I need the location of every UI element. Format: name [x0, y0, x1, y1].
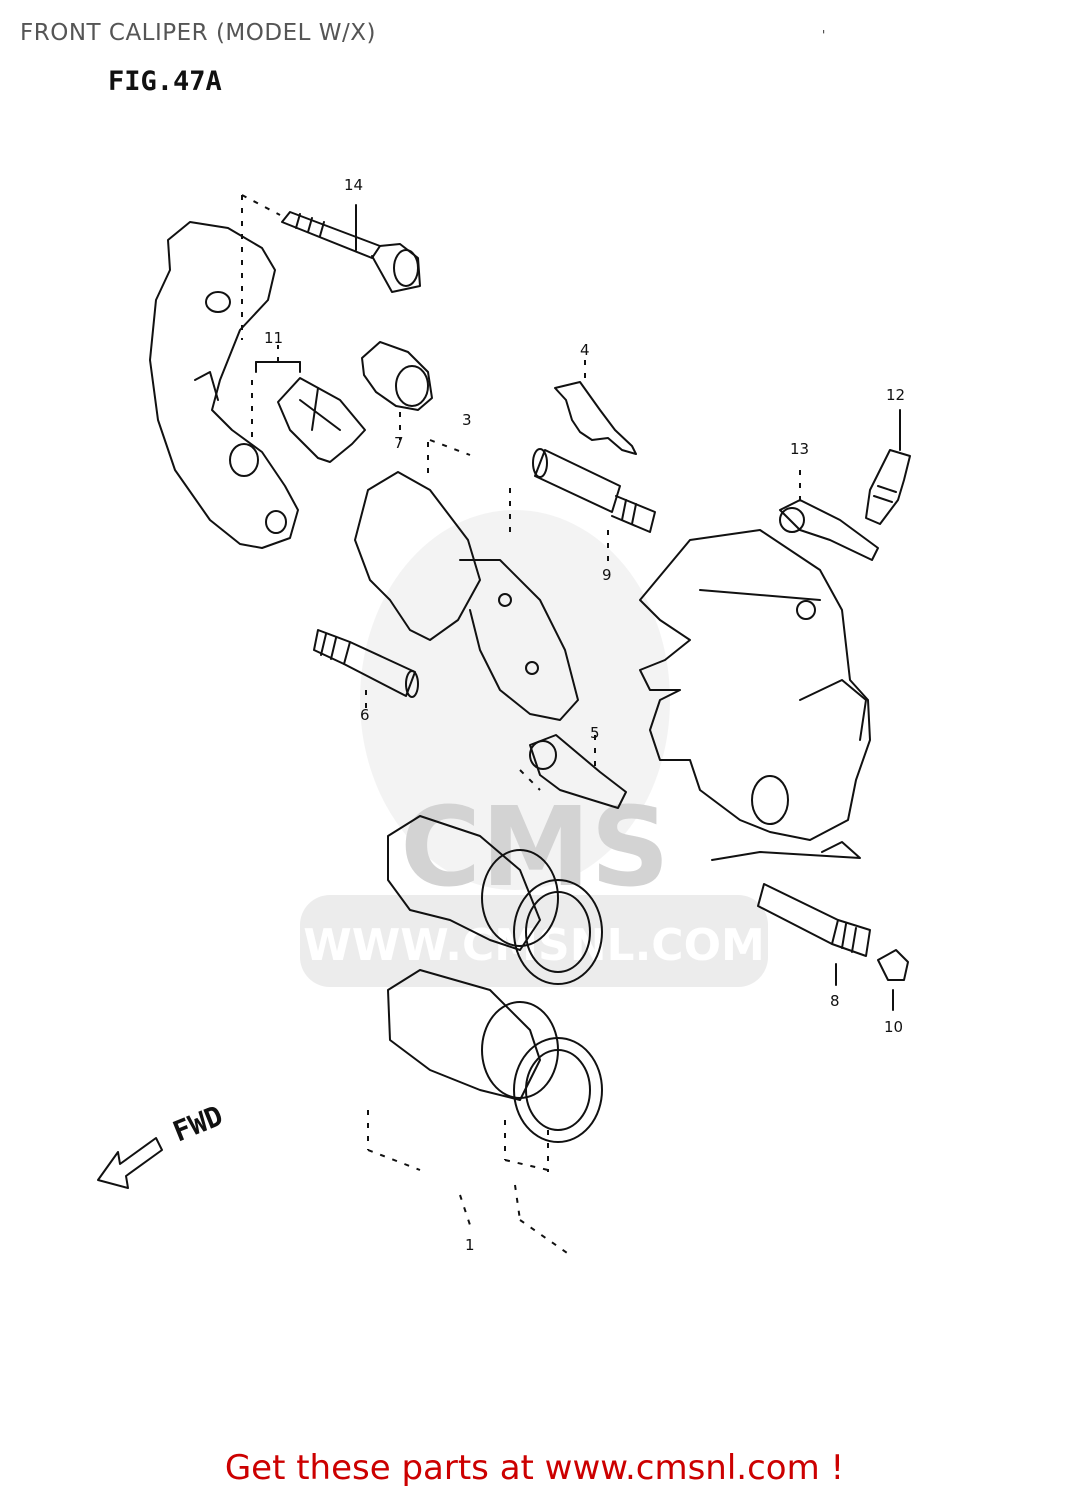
part-12-bleeder-valve — [865, 409, 911, 525]
part-4-retainer — [554, 360, 637, 455]
callout-6: 6 — [360, 706, 370, 724]
callout-8: 9 — [602, 566, 612, 584]
figure-label: FIG.47A — [108, 66, 222, 97]
callout-1: 1 — [465, 1236, 475, 1254]
stray-mark: ' — [822, 28, 826, 42]
callout-4: 4 — [580, 341, 590, 359]
callout-3: 3 — [462, 411, 472, 429]
part-6-slide-pin — [313, 629, 419, 710]
part-8-slide-pin — [532, 448, 656, 565]
part-5-sleeve — [519, 734, 627, 809]
fwd-label: FWD — [168, 1099, 227, 1149]
pistons-and-seals — [367, 815, 603, 1256]
part-13-bleeder-cap — [779, 470, 879, 561]
part-11-pad-spring — [251, 345, 366, 463]
callout-9: 8 — [830, 992, 840, 1010]
part-14-bolt — [281, 204, 421, 293]
part-7-boot — [361, 341, 433, 440]
callout-10: 10 — [884, 1018, 903, 1036]
callout-7: 7 — [394, 434, 404, 452]
caliper-body — [639, 529, 871, 861]
part-9-pin — [757, 883, 871, 986]
callout-11: 11 — [264, 329, 283, 347]
part-3-brake-pads — [354, 439, 579, 721]
caliper-bracket — [149, 194, 299, 549]
callout-5: 5 — [590, 724, 600, 742]
watermark-brand: CMS — [400, 783, 669, 911]
callout-labels: 14 11 7 4 3 12 13 9 6 5 8 10 1 — [264, 176, 905, 1254]
forward-direction-arrow: FWD — [97, 1099, 228, 1189]
callout-13: 13 — [790, 440, 809, 458]
page-title: FRONT CALIPER (MODEL W/X) — [20, 20, 376, 46]
get-parts-link[interactable]: Get these parts at www.cmsnl.com ! — [224, 1448, 845, 1488]
exploded-parts-diagram: CMS WWW.CMSNL.COM — [97, 176, 911, 1256]
callout-14: 14 — [344, 176, 363, 194]
part-10-plug — [877, 949, 909, 1011]
callout-12: 12 — [886, 386, 905, 404]
